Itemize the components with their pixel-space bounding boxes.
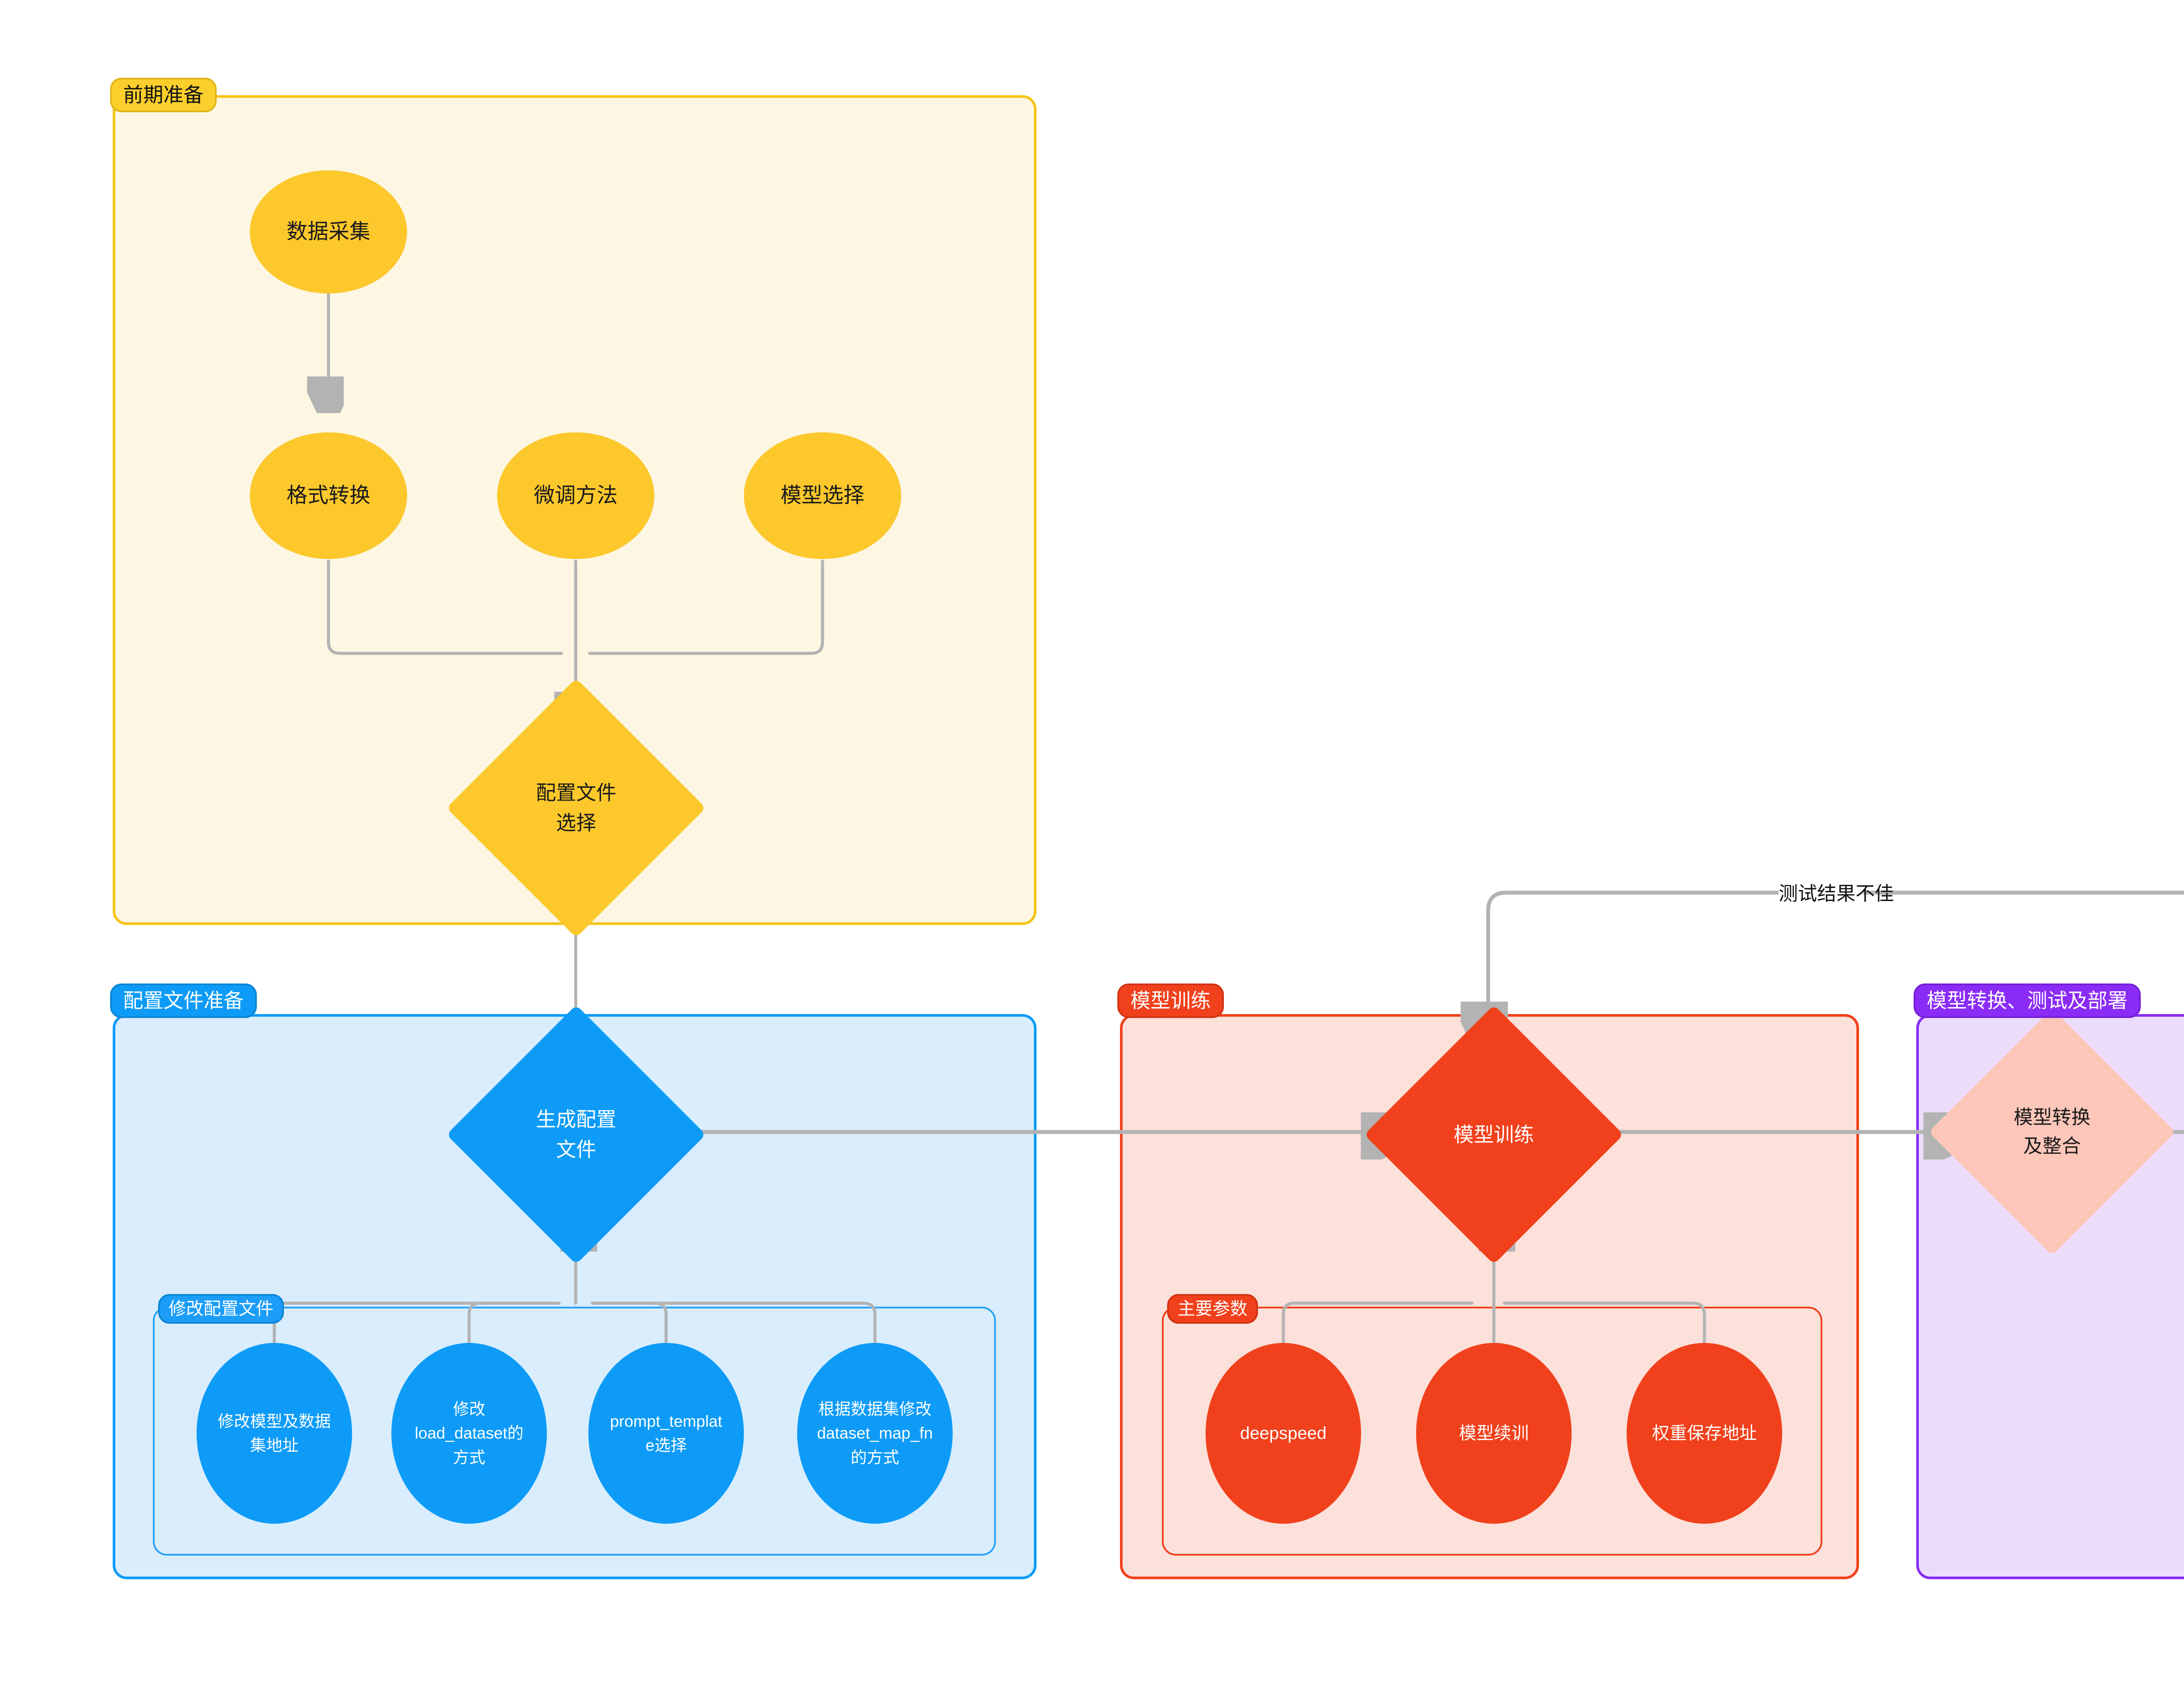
node-label: 格式转换	[286, 484, 370, 507]
node-format-conversion[interactable]: 格式转换	[250, 432, 407, 559]
node-label: 数据采集	[286, 220, 370, 243]
node-edit-model-dataset-path[interactable]: 修改模型及数据 集地址	[197, 1343, 352, 1524]
node-edit-load-dataset[interactable]: 修改 load_dataset的 方式	[391, 1343, 547, 1524]
cluster-label-text: 模型训练	[1130, 989, 1211, 1012]
node-label: 模型转换 及整合	[2014, 1107, 2091, 1157]
node-label: 修改 load_dataset的 方式	[415, 1400, 524, 1467]
node-resume-training[interactable]: 模型续训	[1416, 1343, 1572, 1524]
node-label: prompt_templat e选择	[610, 1412, 722, 1455]
cluster-label-text: 配置文件准备	[123, 989, 244, 1012]
edge-label-text: 测试结果不佳	[1779, 883, 1894, 904]
node-label: 微调方法	[533, 484, 618, 507]
cluster-edit-config-file	[153, 1307, 996, 1556]
cluster-label-convert-test-deploy: 模型转换、测试及部署	[1914, 984, 2141, 1018]
node-label: deepspeed	[1240, 1424, 1327, 1443]
node-data-collection[interactable]: 数据采集	[250, 170, 407, 293]
node-label: 根据数据集修改 dataset_map_fn 的方式	[817, 1400, 933, 1467]
node-label: 修改模型及数据 集地址	[218, 1412, 331, 1455]
node-label: 模型训练	[1454, 1123, 1534, 1146]
cluster-label-config-prep: 配置文件准备	[110, 984, 257, 1018]
node-model-training[interactable]: 模型训练	[1364, 1005, 1624, 1264]
node-config-file-selection[interactable]: 配置文件 选择	[446, 678, 706, 938]
node-label: 权重保存地址	[1652, 1424, 1757, 1443]
cluster-label-text: 修改配置文件	[169, 1299, 273, 1318]
cluster-label-preparation: 前期准备	[110, 78, 217, 112]
cluster-label-model-training: 模型训练	[1117, 984, 1224, 1018]
node-label: 模型续训	[1459, 1424, 1529, 1443]
edge-label-test-failed: 测试结果不佳	[1779, 878, 1894, 906]
node-edit-dataset-map-fn[interactable]: 根据数据集修改 dataset_map_fn 的方式	[797, 1343, 953, 1524]
node-finetune-method[interactable]: 微调方法	[497, 432, 654, 559]
node-model-selection[interactable]: 模型选择	[744, 432, 901, 559]
cluster-label-edit-config-file: 修改配置文件	[158, 1294, 284, 1324]
node-generate-config-file[interactable]: 生成配置 文件	[446, 1005, 706, 1264]
cluster-label-text: 主要参数	[1178, 1299, 1248, 1318]
cluster-label-text: 前期准备	[123, 83, 204, 106]
node-label: 生成配置 文件	[536, 1108, 616, 1161]
node-label: 模型选择	[780, 484, 864, 507]
node-deepspeed[interactable]: deepspeed	[1206, 1343, 1361, 1524]
node-model-conversion-merge[interactable]: 模型转换 及整合	[1928, 1008, 2176, 1256]
node-checkpoint-path[interactable]: 权重保存地址	[1627, 1343, 1782, 1524]
cluster-label-text: 模型转换、测试及部署	[1927, 989, 2128, 1012]
cluster-label-main-params: 主要参数	[1167, 1294, 1258, 1324]
node-label: 配置文件 选择	[536, 781, 616, 834]
cluster-main-params	[1162, 1307, 1822, 1556]
node-prompt-template-selection[interactable]: prompt_templat e选择	[588, 1343, 744, 1524]
